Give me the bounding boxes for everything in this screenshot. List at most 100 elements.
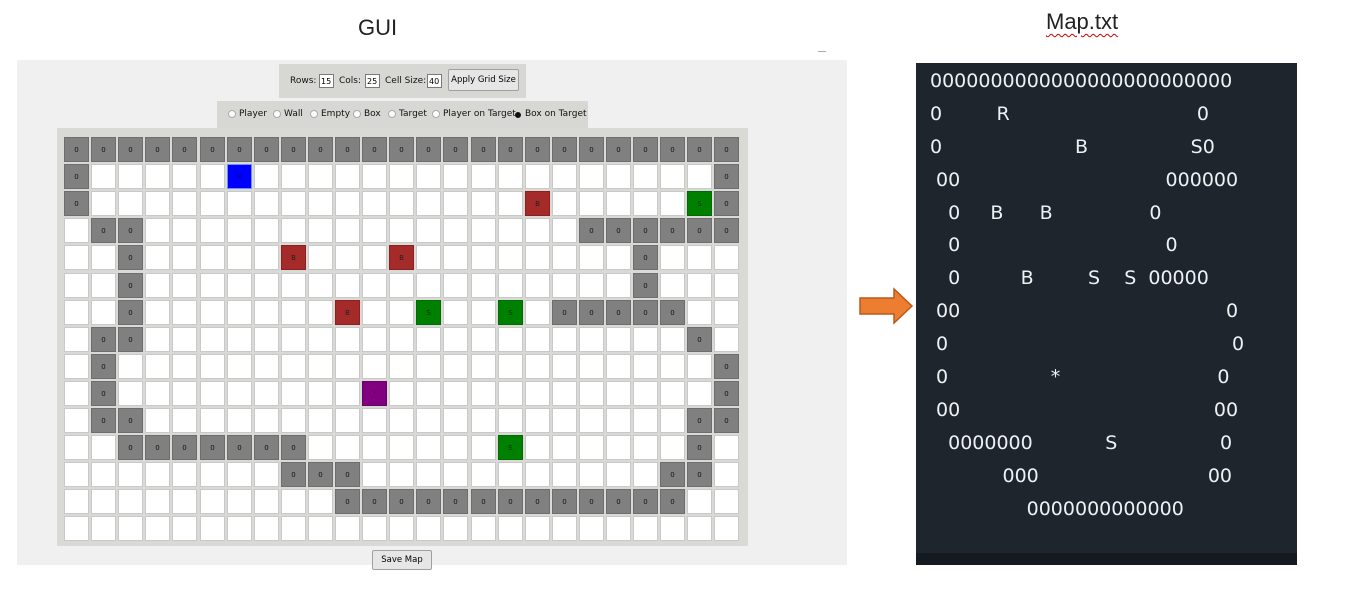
empty-cell[interactable] <box>145 489 170 514</box>
mode-target-radio[interactable]: Target <box>388 109 427 119</box>
empty-cell[interactable] <box>660 516 685 541</box>
empty-cell[interactable] <box>308 218 333 243</box>
empty-cell[interactable] <box>335 435 360 460</box>
empty-cell[interactable] <box>443 435 468 460</box>
wall-cell[interactable]: 0 <box>64 137 89 162</box>
box-cell[interactable]: B <box>335 300 360 325</box>
empty-cell[interactable] <box>64 354 89 379</box>
empty-cell[interactable] <box>200 273 225 298</box>
empty-cell[interactable] <box>145 354 170 379</box>
empty-cell[interactable] <box>308 191 333 216</box>
empty-cell[interactable] <box>471 516 496 541</box>
wall-cell[interactable]: 0 <box>498 137 523 162</box>
empty-cell[interactable] <box>335 245 360 270</box>
wall-cell[interactable]: 0 <box>714 137 739 162</box>
wall-cell[interactable]: 0 <box>714 218 739 243</box>
empty-cell[interactable] <box>64 300 89 325</box>
empty-cell[interactable] <box>498 381 523 406</box>
wall-cell[interactable]: 0 <box>606 489 631 514</box>
empty-cell[interactable] <box>389 462 414 487</box>
empty-cell[interactable] <box>172 218 197 243</box>
wall-cell[interactable]: 0 <box>416 137 441 162</box>
empty-cell[interactable] <box>525 300 550 325</box>
wall-cell[interactable]: 0 <box>633 245 658 270</box>
wall-cell[interactable]: 0 <box>443 489 468 514</box>
empty-cell[interactable] <box>443 300 468 325</box>
empty-cell[interactable] <box>172 245 197 270</box>
empty-cell[interactable] <box>552 245 577 270</box>
wall-cell[interactable]: 0 <box>660 137 685 162</box>
empty-cell[interactable] <box>91 273 116 298</box>
empty-cell[interactable] <box>145 191 170 216</box>
empty-cell[interactable] <box>362 300 387 325</box>
empty-cell[interactable] <box>227 245 252 270</box>
empty-cell[interactable] <box>362 245 387 270</box>
empty-cell[interactable] <box>606 273 631 298</box>
empty-cell[interactable] <box>525 435 550 460</box>
empty-cell[interactable] <box>64 273 89 298</box>
wall-cell[interactable]: 0 <box>281 137 306 162</box>
empty-cell[interactable] <box>606 462 631 487</box>
empty-cell[interactable] <box>91 245 116 270</box>
empty-cell[interactable] <box>64 245 89 270</box>
empty-cell[interactable] <box>118 354 143 379</box>
empty-cell[interactable] <box>91 300 116 325</box>
empty-cell[interactable] <box>633 191 658 216</box>
empty-cell[interactable] <box>91 462 116 487</box>
wall-cell[interactable]: 0 <box>525 489 550 514</box>
empty-cell[interactable] <box>254 218 279 243</box>
wall-cell[interactable]: 0 <box>91 381 116 406</box>
empty-cell[interactable] <box>200 516 225 541</box>
empty-cell[interactable] <box>254 245 279 270</box>
wall-cell[interactable]: 0 <box>687 408 712 433</box>
empty-cell[interactable] <box>308 435 333 460</box>
empty-cell[interactable] <box>714 327 739 352</box>
empty-cell[interactable] <box>172 191 197 216</box>
wall-cell[interactable]: 0 <box>579 137 604 162</box>
empty-cell[interactable] <box>64 327 89 352</box>
empty-cell[interactable] <box>498 516 523 541</box>
empty-cell[interactable] <box>633 381 658 406</box>
empty-cell[interactable] <box>443 462 468 487</box>
empty-cell[interactable] <box>443 218 468 243</box>
empty-cell[interactable] <box>687 273 712 298</box>
empty-cell[interactable] <box>200 245 225 270</box>
empty-cell[interactable] <box>660 381 685 406</box>
empty-cell[interactable] <box>498 245 523 270</box>
empty-cell[interactable] <box>281 191 306 216</box>
wall-cell[interactable]: 0 <box>91 354 116 379</box>
empty-cell[interactable] <box>362 408 387 433</box>
empty-cell[interactable] <box>281 218 306 243</box>
empty-cell[interactable] <box>335 381 360 406</box>
empty-cell[interactable] <box>525 381 550 406</box>
empty-cell[interactable] <box>416 435 441 460</box>
wall-cell[interactable]: 0 <box>579 218 604 243</box>
wall-cell[interactable]: 0 <box>362 489 387 514</box>
empty-cell[interactable] <box>552 516 577 541</box>
wall-cell[interactable]: 0 <box>118 300 143 325</box>
empty-cell[interactable] <box>91 435 116 460</box>
empty-cell[interactable] <box>687 354 712 379</box>
empty-cell[interactable] <box>281 273 306 298</box>
wall-cell[interactable]: 0 <box>118 408 143 433</box>
empty-cell[interactable] <box>579 354 604 379</box>
empty-cell[interactable] <box>471 273 496 298</box>
wall-cell[interactable]: 0 <box>633 300 658 325</box>
empty-cell[interactable] <box>172 354 197 379</box>
wall-cell[interactable]: 0 <box>552 137 577 162</box>
empty-cell[interactable] <box>227 327 252 352</box>
empty-cell[interactable] <box>443 381 468 406</box>
empty-cell[interactable] <box>579 435 604 460</box>
empty-cell[interactable] <box>335 408 360 433</box>
target-cell[interactable]: S <box>498 300 523 325</box>
empty-cell[interactable] <box>525 245 550 270</box>
empty-cell[interactable] <box>281 516 306 541</box>
wall-cell[interactable]: 0 <box>362 137 387 162</box>
empty-cell[interactable] <box>552 327 577 352</box>
empty-cell[interactable] <box>389 273 414 298</box>
empty-cell[interactable] <box>633 327 658 352</box>
empty-cell[interactable] <box>118 191 143 216</box>
empty-cell[interactable] <box>335 516 360 541</box>
empty-cell[interactable] <box>335 218 360 243</box>
wall-cell[interactable]: 0 <box>227 137 252 162</box>
